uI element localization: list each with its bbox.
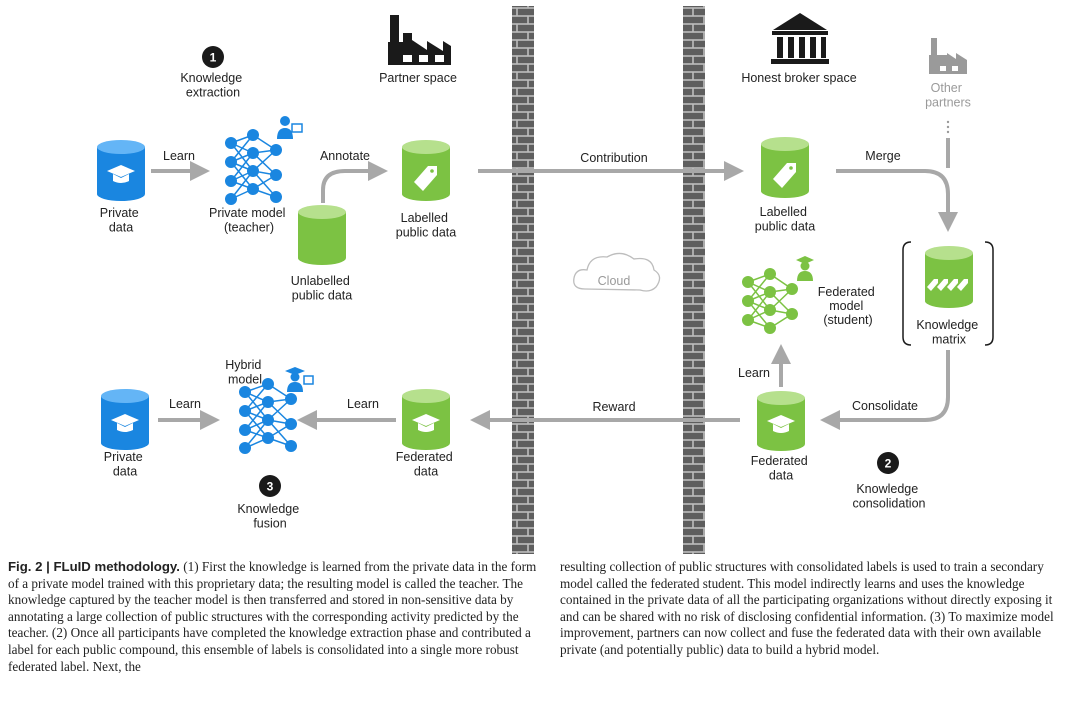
step-3-badge: 3 <box>259 475 281 497</box>
annotate-arrow <box>321 161 388 203</box>
step-1-label: Knowledge extraction <box>180 71 245 100</box>
contribution-label: Contribution <box>580 151 647 165</box>
federated-data-right-cylinder <box>757 391 805 451</box>
federated-model-network-icon <box>742 268 798 334</box>
graduation-cap-icon <box>767 415 795 433</box>
figure-caption-left: Fig. 2 | FLuID methodology. (1) First th… <box>8 559 540 675</box>
unlabelled-public-data-label: Unlabelled public data <box>291 274 354 303</box>
unlabelled-public-data-cylinder <box>298 205 346 265</box>
svg-text:1: 1 <box>210 51 217 65</box>
partner-space-label: Partner space <box>379 71 457 85</box>
graduation-cap-icon <box>111 414 139 432</box>
private-model-network-icon <box>225 129 282 205</box>
knowledge-matrix-label: Knowledge matrix <box>916 318 981 347</box>
other-factory-icon <box>929 38 967 74</box>
hybrid-model-label: Hybrid model <box>225 358 265 387</box>
learn-top-label: Learn <box>163 149 195 163</box>
tag-icon <box>773 163 796 188</box>
federated-data-left-label: Federated data <box>396 450 456 479</box>
federated-model-label: Federated model (student) <box>818 285 878 327</box>
factory-icon <box>388 15 451 65</box>
fluid-methodology-diagram: 1 Knowledge extraction Partner space Hon… <box>97 6 994 554</box>
other-partners-label: Other partners <box>925 81 971 110</box>
labelled-public-data-right-label: Labelled public data <box>755 205 816 234</box>
graduation-cap-icon <box>107 165 135 183</box>
figure-caption-right: resulting collection of public structure… <box>560 559 1070 659</box>
labelled-public-data-left-label: Labelled public data <box>396 211 457 240</box>
private-data-bottom-label: Private data <box>104 450 146 479</box>
labelled-public-data-right-cylinder <box>761 137 809 198</box>
graduation-cap-icon <box>412 414 440 432</box>
private-data-bottom-cylinder <box>101 389 149 450</box>
tag-icon <box>414 166 437 191</box>
hybrid-model-network-icon <box>239 378 297 454</box>
private-data-top-cylinder <box>97 140 145 201</box>
federated-data-left-cylinder <box>402 389 450 450</box>
figure-caption-title: Fig. 2 | FLuID methodology. <box>8 559 180 574</box>
reward-label: Reward <box>592 400 635 414</box>
knowledge-matrix-bracket <box>902 241 994 346</box>
svg-text:3: 3 <box>267 480 274 494</box>
teacher-icon <box>277 116 303 139</box>
learn-hybrid-right-label: Learn <box>347 397 379 411</box>
private-model-label: Private model (teacher) <box>209 206 289 235</box>
brick-wall-right <box>683 6 705 554</box>
step-1-badge: 1 <box>202 46 224 68</box>
hybrid-teacher-student-icon <box>285 367 314 392</box>
annotate-label: Annotate <box>320 149 370 163</box>
figure-caption-left-text: (1) First the knowledge is learned from … <box>8 559 537 674</box>
knowledge-matrix-cylinder <box>925 246 973 308</box>
step-2-badge: 2 <box>877 452 899 474</box>
cloud-icon <box>573 252 661 292</box>
merge-arrow <box>836 169 958 232</box>
cloud-label: Cloud <box>598 274 631 288</box>
consolidate-arrow <box>820 350 950 430</box>
step-3-label: Knowledge fusion <box>237 502 302 531</box>
step-2-label: Knowledge consolidation <box>853 482 926 511</box>
merge-label: Merge <box>865 149 900 163</box>
consolidate-label: Consolidate <box>852 399 918 413</box>
federated-data-right-label: Federated data <box>751 454 811 483</box>
broker-space-label: Honest broker space <box>741 71 856 85</box>
learn-federated-label: Learn <box>738 366 770 380</box>
brick-wall-left <box>512 6 534 554</box>
svg-text:2: 2 <box>885 457 892 471</box>
tags-icon <box>927 279 968 291</box>
student-icon <box>796 256 814 281</box>
bank-icon <box>771 13 829 64</box>
learn-hybrid-left-label: Learn <box>169 397 201 411</box>
figure-caption-right-text: resulting collection of public structure… <box>560 559 1054 657</box>
other-partners-dots <box>946 120 950 134</box>
private-data-top-label: Private data <box>100 206 142 235</box>
labelled-public-data-left-cylinder <box>402 140 450 201</box>
